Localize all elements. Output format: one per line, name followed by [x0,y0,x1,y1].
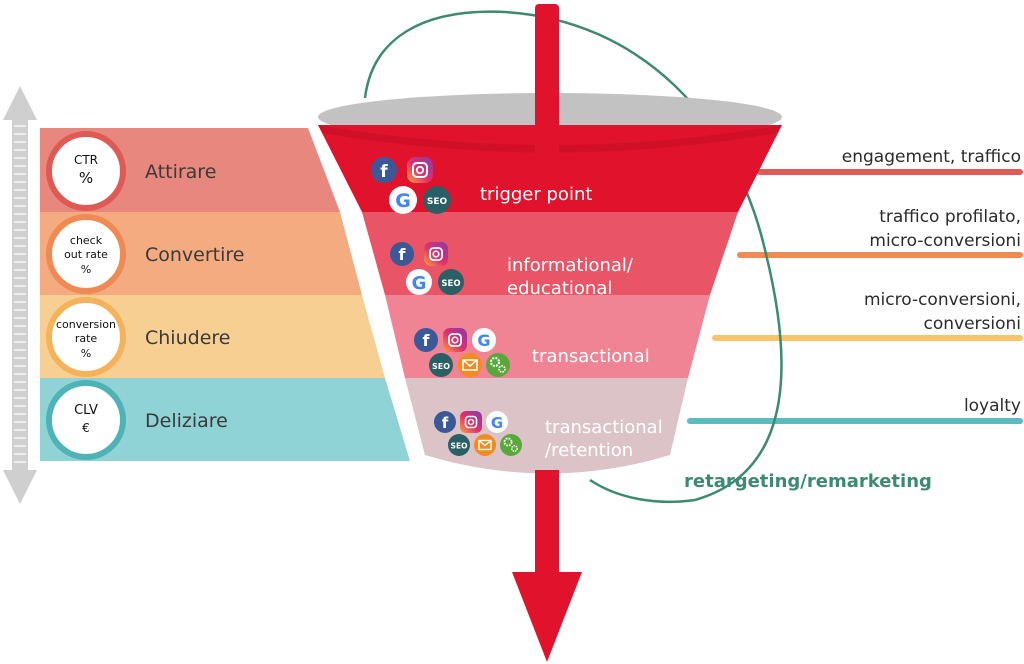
instagram-icon [424,242,448,266]
retargeting-loop-front [589,478,696,504]
metric-checkout-line3: % [81,263,91,276]
metric-ctr-line2: % [79,169,93,187]
instagram-icon [443,328,467,352]
automation-gear-icon [500,434,522,456]
facebook-icon [434,411,456,433]
scale-ticks [14,125,26,463]
instagram-icon [407,157,433,183]
google-icon-glyph: G [477,331,490,350]
outcome-profilato-line2: micro-conversioni [869,231,1021,251]
outcome-lines [687,169,1023,424]
stage-band-deliziare [40,378,410,461]
seo-icon-label: SEO [451,442,468,451]
metric-clv-line2: € [82,421,90,435]
facebook-icon [414,328,438,352]
metric-circle-clv [46,380,126,460]
scale-down-arrow [3,470,37,504]
seo-icon-label: SEO [427,197,448,207]
seo-icon [423,186,451,214]
metric-circles: CTR % check out rate % conversion rate %… [46,131,126,460]
arrow-shaft-top [535,4,559,169]
metric-conversion-line3: % [81,347,91,360]
metric-conversion-line2: rate [75,332,98,345]
facebook-icon-glyph: f [442,414,449,432]
google-icon [406,269,432,295]
funnel-label-transactional: transactional [532,346,650,367]
funnel-label-retention-2: /retention [545,440,633,461]
stage-label-convertire: Convertire [145,244,245,266]
funnel-rim-shadow [318,125,782,153]
stage-label-attirare: Attirare [145,161,216,183]
google-icon [472,328,496,352]
stage-band-convertire [40,212,362,295]
outcome-profilato-line1: traffico profilato, [879,207,1021,227]
stage-bands [40,128,410,461]
facebook-icon-glyph: f [423,331,431,350]
funnel-label-retention-1: transactional [545,417,663,438]
instagram-icon [460,411,482,433]
funnel-label-informational-1: informational/ [507,255,634,276]
google-icon-glyph: G [395,190,411,212]
stage-label-chiudere: Chiudere [145,327,230,349]
google-icon-glyph: G [491,414,503,432]
channel-icons: f G SEO f G SEO f [371,157,522,456]
stage-labels: Attirare Convertire Chiudere Deliziare [145,161,245,432]
outcome-conversioni-line1: micro-conversioni, [864,290,1021,310]
tier1-icons: f G SEO [371,157,451,214]
stage-label-deliziare: Deliziare [145,410,228,432]
metric-clv-line1: CLV [74,403,98,418]
metric-ctr-line1: CTR [74,153,98,167]
outcome-labels: engagement, traffico traffico profilato,… [842,147,1021,416]
facebook-icon [371,157,397,183]
email-icon [458,353,482,377]
automation-gear-icon [486,353,510,377]
google-icon [486,411,508,433]
metric-circle-ctr [46,131,126,211]
funnel-label-trigger: trigger point [480,184,592,205]
scale-bar [12,118,28,473]
metric-checkout-line1: check [70,234,103,247]
main-arrow [512,4,582,662]
metric-checkout-line2: out rate [64,248,108,261]
tier3-icons: f G SEO [414,328,510,377]
metric-conversion-line1: conversion [56,318,116,331]
seo-icon [429,353,453,377]
facebook-icon [390,242,414,266]
funnel-label-informational-2: educational [507,278,612,299]
tier4-icons: f G SEO [434,411,522,456]
seo-icon [438,269,464,295]
outcome-loyalty: loyalty [964,396,1021,416]
google-icon-glyph: G [412,273,427,294]
google-icon [389,186,417,214]
seo-icon-label: SEO [441,279,460,289]
seo-icon-label: SEO [432,362,450,371]
tier2-icons: f G SEO [390,242,464,295]
arrow-shaft-bottom [535,470,559,575]
facebook-icon-glyph: f [399,245,407,264]
stage-band-chiudere [40,295,385,378]
outcome-engagement: engagement, traffico [842,147,1021,167]
retargeting-label: retargeting/remarketing [684,471,932,492]
funnel-labels: trigger point informational/ educational… [480,184,663,461]
vertical-scale [3,86,37,504]
scale-up-arrow [3,86,37,120]
metric-circle-checkout [46,214,126,294]
arrow-head [512,572,582,662]
metric-circle-conversion [46,297,126,377]
seo-icon [448,434,470,456]
outcome-conversioni-line2: conversioni [923,314,1021,334]
facebook-icon-glyph: f [380,162,388,182]
